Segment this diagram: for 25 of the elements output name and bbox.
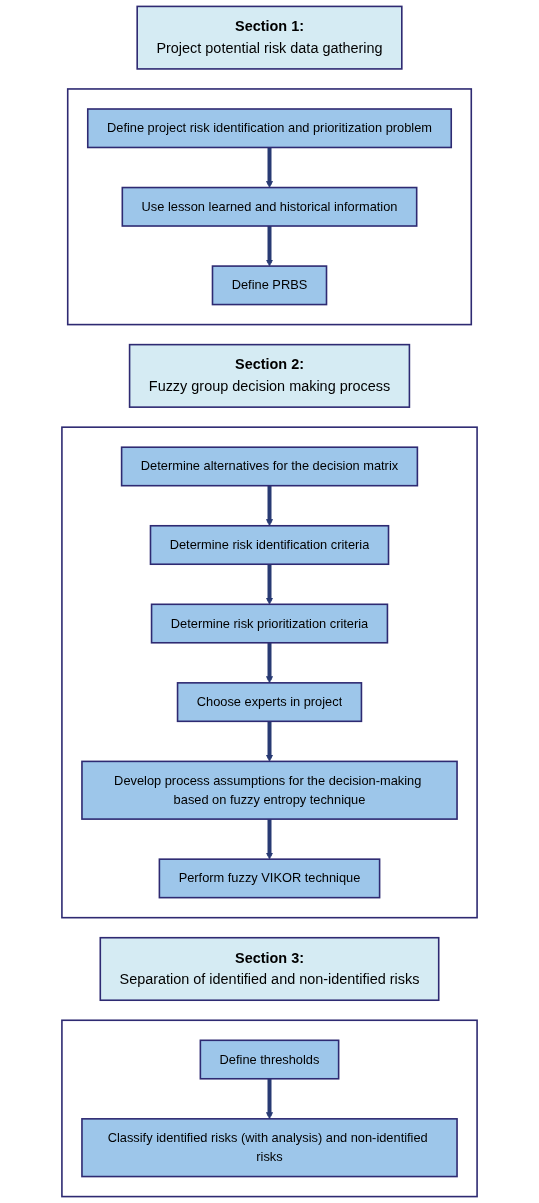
node-box: Determine alternatives for the decision matrix (120, 446, 419, 487)
arrow (265, 485, 274, 527)
node-box: Define project risk identification and prioritization problem (86, 108, 453, 149)
arrow (265, 147, 274, 188)
node-box: Determine risk identification criteria (149, 524, 390, 566)
cluster (61, 1019, 478, 1198)
node-box: Classify identified risks (with analysis) and non-identified risks (81, 1118, 458, 1178)
node-box: Section 2: Fuzzy group decision making process (128, 343, 411, 408)
node-box: Define PRBS (211, 265, 328, 306)
cluster (61, 426, 478, 919)
arrow (265, 642, 274, 684)
node-box: Determine risk prioritization criteria (150, 603, 389, 644)
arrow (265, 226, 274, 267)
node-box: Use lesson learned and historical information (121, 186, 418, 227)
node-box: Define thresholds (199, 1039, 340, 1080)
node-box: Section 1: Project potential risk data gathering (136, 5, 403, 70)
arrow (265, 721, 274, 762)
node-box: Develop process assumptions for the decision-making based on fuzzy entropy technique (81, 760, 458, 820)
cluster (66, 88, 473, 326)
node-box: Section 3: Separation of identified and non-identified risks (99, 936, 440, 1002)
arrow (265, 564, 274, 605)
node-box: Perform fuzzy VIKOR technique (158, 858, 381, 899)
arrow (265, 1078, 274, 1120)
arrow (265, 819, 274, 860)
node-box: Choose experts in project (176, 682, 363, 723)
